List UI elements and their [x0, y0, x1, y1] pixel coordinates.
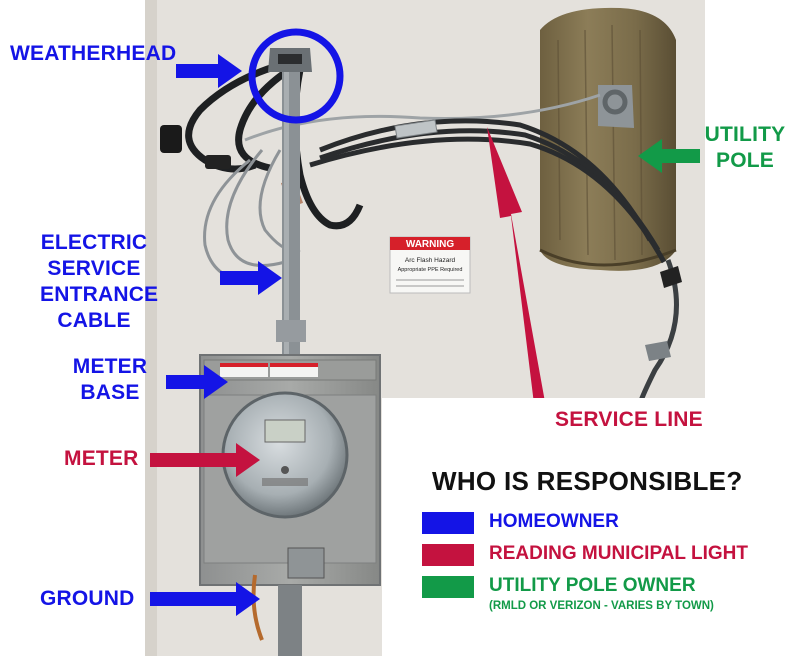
meter-arrow: [150, 443, 260, 477]
legend-swatch-reading-municipal-light: [422, 544, 474, 566]
ground-arrow: [150, 582, 260, 616]
ground-label: GROUND: [40, 587, 135, 610]
meter-base-arrow: [166, 365, 228, 399]
weatherhead-arrow: [176, 54, 242, 88]
warning-sign: WARNING Arc Flash Hazard Appropriate PPE…: [389, 236, 471, 294]
service-entrance-cable-label: ELECTRIC SERVICE ENTRANCE CABLE: [40, 230, 159, 334]
legend-label-reading-municipal-light: READING MUNICIPAL LIGHT: [489, 543, 748, 564]
pole-clamp: [660, 266, 682, 288]
weatherhead-highlight-circle: [248, 28, 344, 124]
weatherhead-label: WEATHERHEAD: [10, 42, 177, 65]
legend-label-homeowner: HOMEOWNER: [489, 511, 619, 532]
utility-pole-line-1: UTILITY: [704, 123, 786, 146]
legend-label-utility-pole-owner: UTILITY POLE OWNER: [489, 575, 696, 596]
electric-meter: [221, 391, 349, 519]
siding-edge: [145, 0, 157, 656]
conduit-fitting: [276, 320, 306, 342]
meter-base-line-2: BASE: [80, 381, 140, 404]
meter-base-line-1: METER: [72, 355, 148, 378]
responsibility-legend: WHO IS RESPONSIBLE? HOMEOWNER READING MU…: [382, 398, 800, 656]
ground-wire: [251, 574, 264, 641]
pole-splice: [645, 341, 671, 361]
legend-note: (RMLD OR VERIZON - VARIES BY TOWN): [489, 600, 714, 612]
legend-swatch-homeowner: [422, 512, 474, 534]
warning-sign-heading: WARNING: [406, 239, 455, 250]
utility-pole-label: UTILITY POLE: [700, 122, 790, 174]
service-entrance-cable-line-4: CABLE: [57, 309, 131, 332]
utility-pole: [539, 7, 677, 271]
utility-pole-line-2: POLE: [716, 149, 774, 172]
utility-pole-arrow: [638, 139, 700, 173]
meter-label: METER: [64, 447, 139, 470]
warning-sign-line2: Appropriate PPE Required: [398, 267, 463, 273]
service-entrance-cable-line-2: SERVICE: [47, 257, 141, 280]
ground-lug: [287, 547, 325, 579]
legend-swatch-utility-pole-owner: [422, 576, 474, 598]
pole-eyebolt: [602, 89, 628, 115]
warning-sign-line1: Arc Flash Hazard: [405, 257, 456, 264]
service-entrance-cable-arrow: [220, 261, 282, 295]
meter-base-label: METER BASE: [60, 354, 160, 406]
service-entrance-cable-line-1: ELECTRIC: [40, 231, 148, 254]
service-line-arrow: [487, 127, 545, 404]
legend-title: WHO IS RESPONSIBLE?: [432, 466, 743, 496]
service-line-label: SERVICE LINE: [555, 408, 703, 431]
lower-conduit: [278, 585, 302, 656]
service-entrance-cable-line-3: ENTRANCE: [40, 283, 159, 306]
